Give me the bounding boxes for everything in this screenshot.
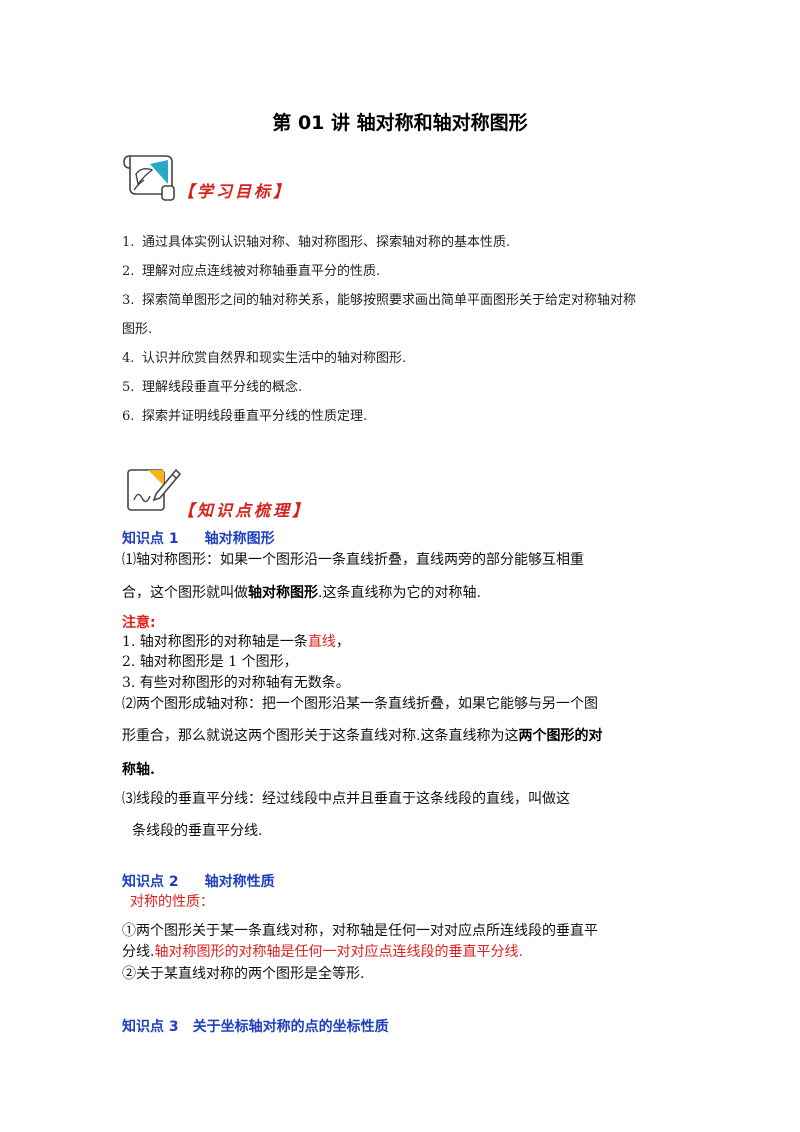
goal-item: 6.探索并证明线段垂直平分线的性质定理. bbox=[122, 409, 368, 424]
note-item: 2. 轴对称图形是 1 个图形， bbox=[122, 654, 298, 670]
paragraph: 称轴. bbox=[122, 762, 155, 778]
page-title: 第 01 讲 轴对称和轴对称图形 bbox=[272, 112, 528, 134]
goal-item: 1.通过具体实例认识轴对称、轴对称图形、探索轴对称的基本性质. bbox=[122, 235, 511, 250]
paragraph: 合，这个图形就叫做轴对称图形.这条直线称为它的对称轴. bbox=[122, 585, 481, 601]
paragraph: ②关于某直线对称的两个图形是全等形. bbox=[122, 966, 365, 982]
goal-item: 4.认识并欣赏自然界和现实生活中的轴对称图形. bbox=[122, 351, 407, 366]
note-item: 1. 轴对称图形的对称轴是一条直线， bbox=[122, 634, 350, 650]
note-item: 3. 有些对称图形的对称轴有无数条。 bbox=[122, 675, 350, 691]
sub-heading: 对称的性质： bbox=[130, 894, 214, 910]
notepad-pencil-icon bbox=[127, 468, 182, 511]
goal-item: 图形. bbox=[122, 322, 153, 337]
paragraph: 条线段的垂直平分线. bbox=[132, 823, 263, 839]
goal-item: 3.探索简单图形之间的轴对称关系，能够按照要求画出简单平面图形关于给定对称轴对称 bbox=[122, 293, 637, 308]
goal-item: 5.理解线段垂直平分线的概念. bbox=[122, 380, 303, 395]
scroll-quill-icon bbox=[123, 155, 175, 201]
paragraph: 形重合，那么就说这两个图形关于这条直线对称.这条直线称为这两个图形的对 bbox=[122, 728, 603, 744]
paragraph: ⑴轴对称图形：如果一个图形沿一条直线折叠，直线两旁的部分能够互相重 bbox=[122, 552, 584, 568]
paragraph: 分线.轴对称图形的对称轴是任何一对对应点连线段的垂直平分线. bbox=[122, 944, 523, 960]
note-heading: 注意: bbox=[122, 615, 156, 631]
goal-item: 2.理解对应点连线被对称轴垂直平分的性质. bbox=[122, 264, 381, 279]
goals-badge: 【学习目标】 bbox=[178, 182, 293, 201]
paragraph: ⑶线段的垂直平分线：经过线段中点并且垂直于这条线段的直线，叫做这 bbox=[122, 791, 570, 807]
knowledge-badge: 【知识点梳理】 bbox=[178, 501, 312, 520]
paragraph: ①两个图形关于某一条直线对称，对称轴是任何一对对应点所连线段的垂直平 bbox=[122, 923, 598, 939]
paragraph: ⑵两个图形成轴对称：把一个图形沿某一条直线折叠，如果它能够与另一个图 bbox=[122, 696, 598, 712]
